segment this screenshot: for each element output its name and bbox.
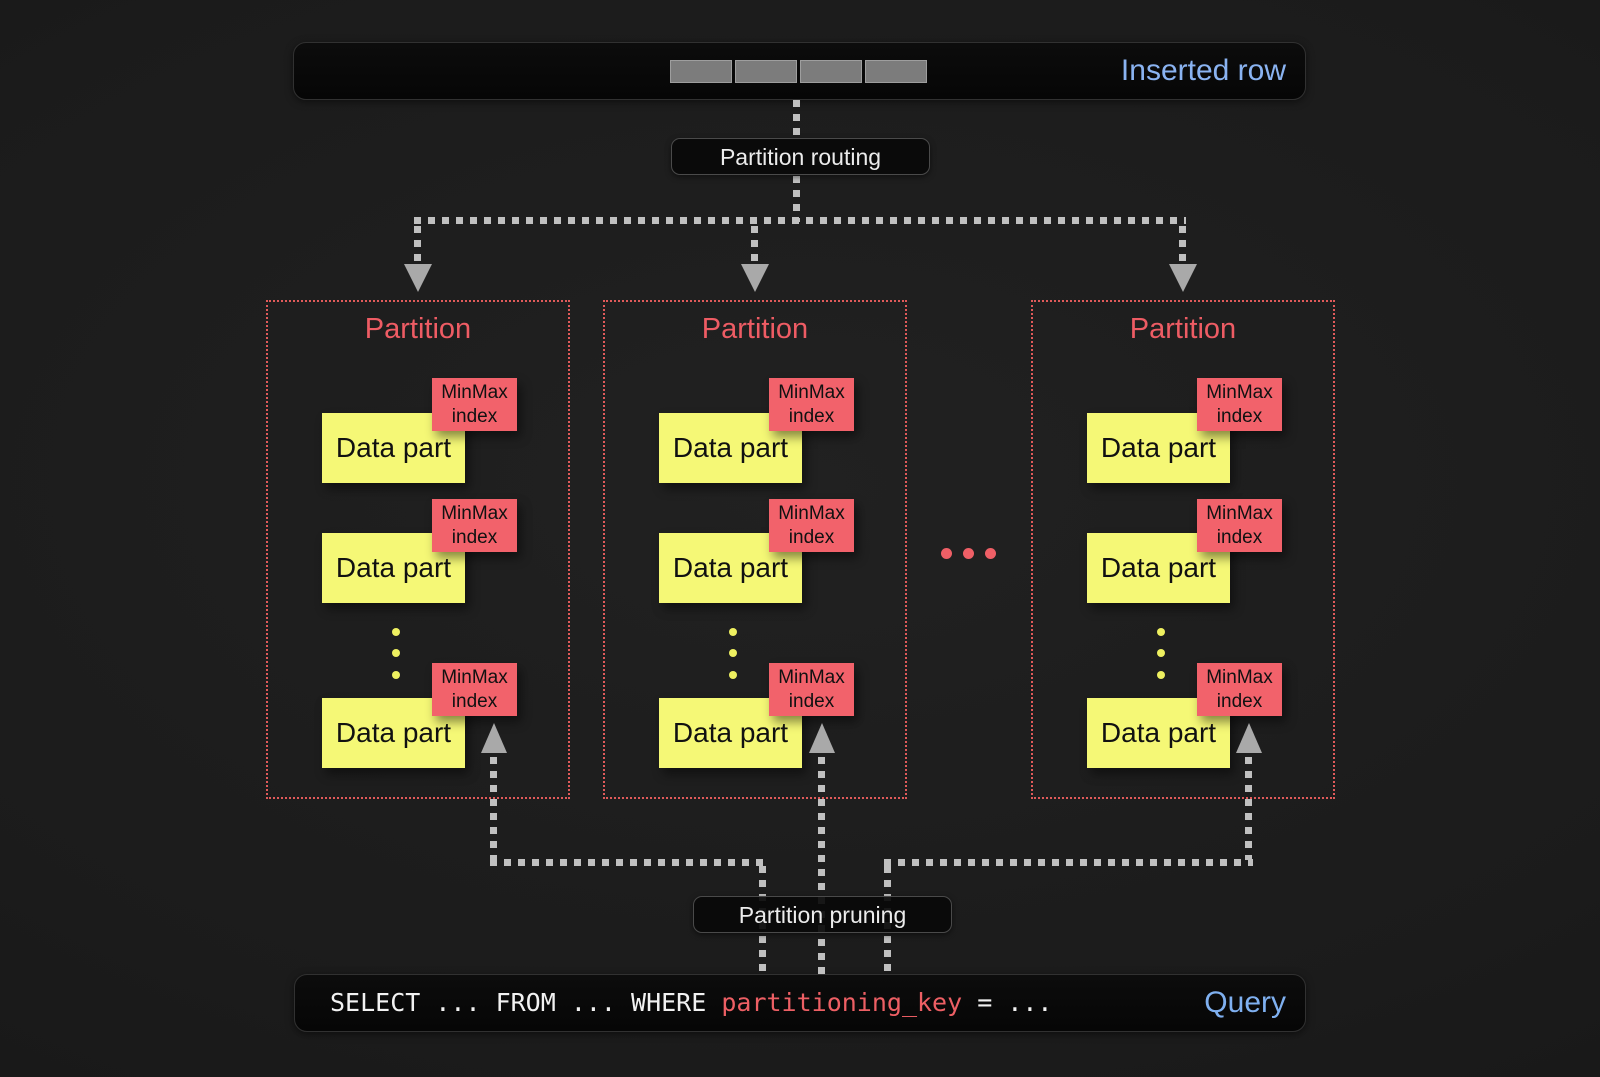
sql-query-text: SELECT ... FROM ... WHERE partitioning_k… xyxy=(330,988,1053,1017)
dotted-connector xyxy=(490,757,497,860)
inserted-row-bar: Inserted row xyxy=(293,42,1306,100)
arrow-down-icon xyxy=(404,264,432,292)
partition-title: Partition xyxy=(364,313,472,345)
dotted-connector xyxy=(884,859,1253,866)
partition-title: Partition xyxy=(1129,313,1237,345)
data-part-box: Data part xyxy=(322,533,465,603)
row-segments-icon xyxy=(670,60,927,83)
inserted-row-label: Inserted row xyxy=(1120,54,1286,87)
arrow-up-icon xyxy=(809,723,835,753)
partition-box: Partition MinMax index Data part MinMax … xyxy=(603,300,907,799)
query-label: Query xyxy=(1204,986,1286,1019)
minmax-index-badge: MinMax index xyxy=(432,663,517,716)
partition-title: Partition xyxy=(701,313,809,345)
dotted-connector xyxy=(1179,226,1186,264)
dotted-connector xyxy=(1245,757,1252,860)
ellipsis-dot xyxy=(729,628,737,636)
arrow-down-icon xyxy=(741,264,769,292)
partition-ellipsis-dot xyxy=(941,548,952,559)
ellipsis-dot xyxy=(392,628,400,636)
minmax-index-badge: MinMax index xyxy=(1197,499,1282,552)
row-cell xyxy=(800,60,862,83)
partition-routing-pill: Partition routing xyxy=(671,138,930,175)
minmax-index-badge: MinMax index xyxy=(769,499,854,552)
ellipsis-dot xyxy=(392,649,400,657)
minmax-index-badge: MinMax index xyxy=(769,378,854,431)
row-cell xyxy=(865,60,927,83)
minmax-index-badge: MinMax index xyxy=(432,378,517,431)
partition-box: Partition MinMax index Data part MinMax … xyxy=(266,300,570,799)
dotted-connector xyxy=(793,176,800,222)
dotted-connector xyxy=(414,226,421,264)
minmax-index-badge: MinMax index xyxy=(432,499,517,552)
ellipsis-dot xyxy=(729,671,737,679)
ellipsis-dot xyxy=(1157,649,1165,657)
partition-ellipsis-dot xyxy=(963,548,974,559)
arrow-down-icon xyxy=(1169,264,1197,292)
partition-pruning-pill: Partition pruning xyxy=(693,896,952,933)
ellipsis-dot xyxy=(392,671,400,679)
minmax-index-badge: MinMax index xyxy=(769,663,854,716)
ellipsis-dot xyxy=(1157,628,1165,636)
dotted-connector xyxy=(818,757,825,974)
dotted-connector xyxy=(490,859,766,866)
partition-ellipsis-dot xyxy=(985,548,996,559)
data-part-box: Data part xyxy=(1087,698,1230,768)
minmax-index-badge: MinMax index xyxy=(1197,663,1282,716)
minmax-index-badge: MinMax index xyxy=(1197,378,1282,431)
arrow-up-icon xyxy=(481,723,507,753)
row-cell xyxy=(735,60,797,83)
data-part-box: Data part xyxy=(322,698,465,768)
row-cell xyxy=(670,60,732,83)
dotted-connector xyxy=(414,217,1186,224)
partitioning-key-token: partitioning_key xyxy=(721,988,963,1017)
partition-box: Partition MinMax index Data part MinMax … xyxy=(1031,300,1335,799)
dotted-connector xyxy=(793,100,800,140)
ellipsis-dot xyxy=(1157,671,1165,679)
dotted-connector xyxy=(751,226,758,264)
arrow-up-icon xyxy=(1236,723,1262,753)
data-part-box: Data part xyxy=(1087,533,1230,603)
ellipsis-dot xyxy=(729,649,737,657)
query-bar: SELECT ... FROM ... WHERE partitioning_k… xyxy=(294,974,1306,1032)
